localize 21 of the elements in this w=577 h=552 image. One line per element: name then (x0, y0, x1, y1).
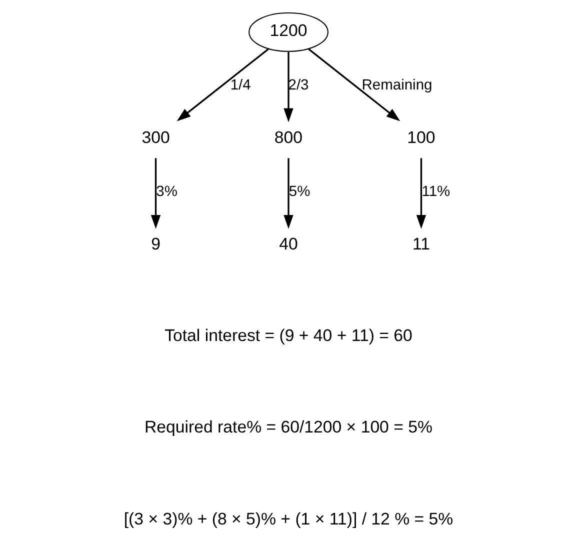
node-text: 9 (151, 234, 160, 254)
arrow (416, 158, 426, 229)
node-text: 800 (274, 128, 303, 147)
arrow (284, 158, 294, 229)
arrow (176, 48, 269, 122)
node-text: 300 (142, 128, 170, 147)
edge-label: 3% (156, 184, 178, 200)
edge-label: 1/4 (230, 78, 251, 94)
label: Required rate% = 60/1200 × 100 = 5% (144, 418, 432, 437)
edge-label: 11% (422, 184, 450, 200)
node-text: 40 (279, 234, 298, 254)
node-ellipse: 1200 (248, 12, 328, 52)
arrow (308, 48, 400, 122)
arrow (150, 158, 161, 229)
edge-label: Remaining (362, 78, 432, 94)
node-text: 11 (412, 234, 430, 254)
edge-label: 5% (288, 184, 310, 200)
label: [(3 × 3)% + (8 × 5)% + (1 × 11)] / 12 % = 5% (124, 509, 454, 528)
label: Total interest = (9 + 40 + 11) = 60 (164, 326, 412, 345)
node-text: 100 (407, 128, 436, 147)
arrow (284, 52, 294, 122)
